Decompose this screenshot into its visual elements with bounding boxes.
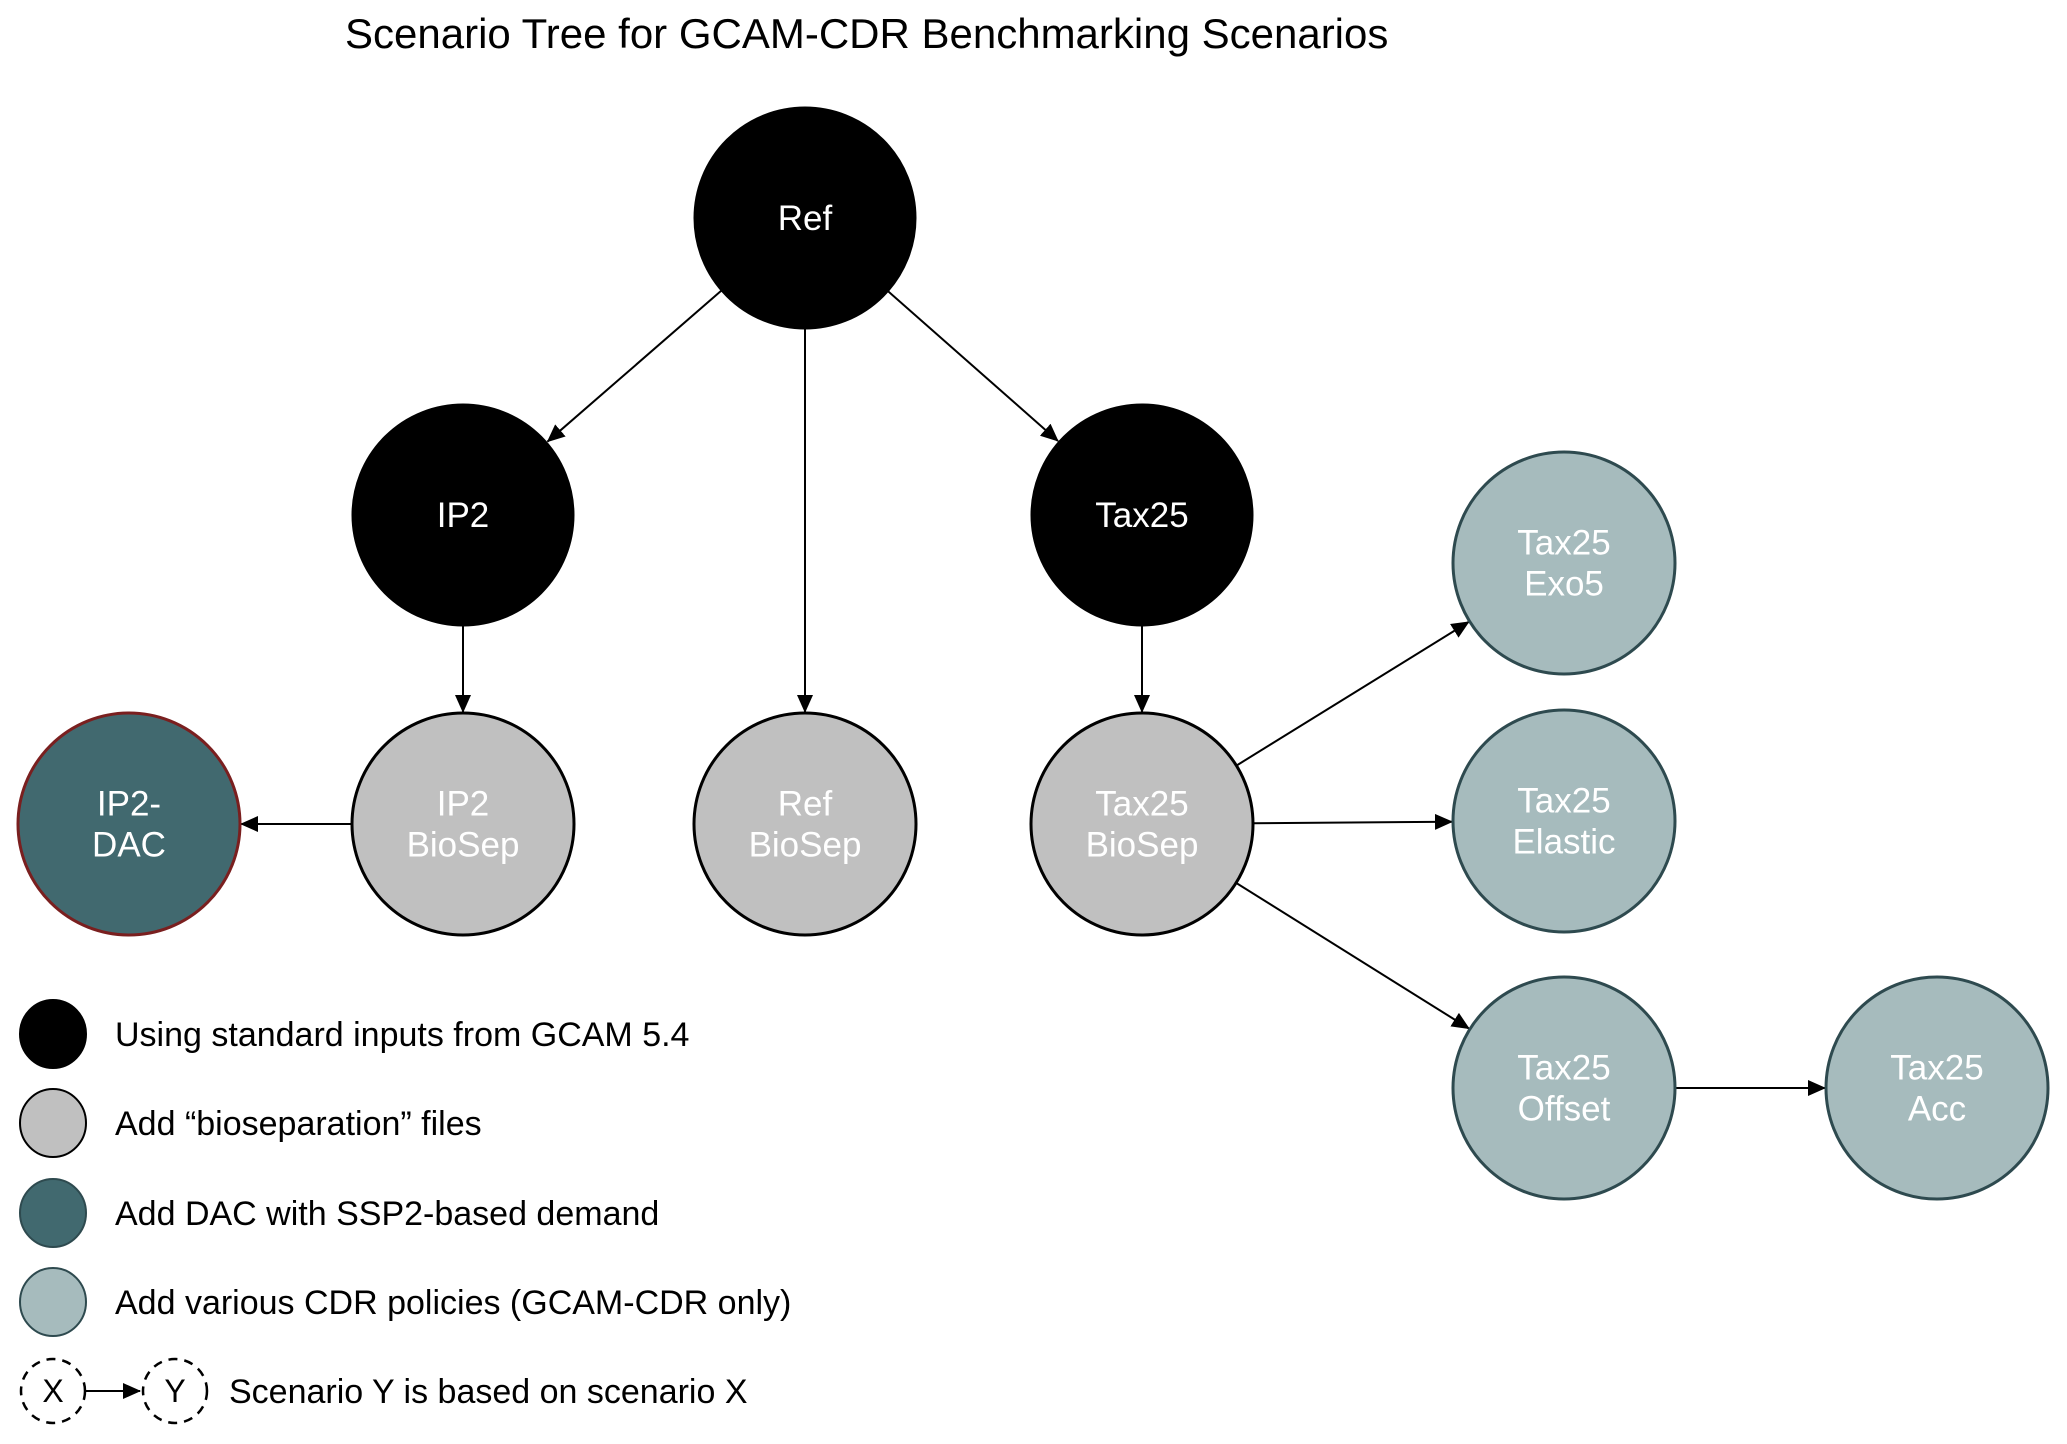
- legend-swatch-cdr-policy: [19, 1267, 87, 1337]
- node-circle-tax25: [1030, 403, 1254, 627]
- legend: Using standard inputs from GCAM 5.4 Add …: [19, 999, 791, 1425]
- node-label-tax25-acc-line-1: Tax25: [1890, 1049, 1983, 1088]
- legend-swatch-bioseparation: [19, 1088, 87, 1158]
- node-circle-ref: [693, 106, 917, 330]
- node-tax25: Tax25: [1030, 403, 1254, 627]
- node-label-ref-line-1: Ref: [778, 199, 833, 238]
- node-label-ip2-line-1: IP2: [437, 496, 490, 535]
- node-label-tax25-biosep-line-2: BioSep: [1086, 826, 1199, 865]
- node-label-tax25-elastic-line-2: Elastic: [1512, 823, 1615, 862]
- legend-label-bioseparation: Add “bioseparation” files: [115, 1105, 482, 1143]
- node-circle-tax25-exo5: [1451, 450, 1677, 676]
- node-circle-ip2-biosep: [350, 711, 576, 937]
- node-circle-ref-biosep: [692, 711, 918, 937]
- node-label-tax25-line-1: Tax25: [1095, 496, 1188, 535]
- node-circle-ip2-dac: [16, 711, 242, 937]
- legend-item-dac: Add DAC with SSP2-based demand: [19, 1178, 659, 1248]
- node-label-tax25-offset-line-2: Offset: [1518, 1090, 1611, 1129]
- legend-relation-y-label: Y: [164, 1373, 185, 1409]
- legend-swatch-standard: [19, 999, 87, 1069]
- legend-swatch-dac: [19, 1178, 87, 1248]
- node-label-ip2-dac-line-2: DAC: [92, 826, 166, 865]
- node-label-tax25-offset-line-1: Tax25: [1517, 1049, 1610, 1088]
- node-label-tax25-acc-line-2: Acc: [1908, 1090, 1966, 1129]
- legend-relation-label: Scenario Y is based on scenario X: [229, 1373, 748, 1411]
- edge-ref-to-tax25: [887, 290, 1059, 442]
- edges: [240, 290, 1826, 1096]
- node-label-tax25-biosep-line-1: Tax25: [1095, 785, 1188, 824]
- legend-item-bioseparation: Add “bioseparation” files: [19, 1088, 482, 1158]
- node-label-ref-biosep-line-2: BioSep: [749, 826, 862, 865]
- edge-tax25-biosep-to-tax25-offset: [1235, 882, 1470, 1030]
- legend-label-dac: Add DAC with SSP2-based demand: [115, 1195, 659, 1233]
- node-label-ip2-dac-line-1: IP2-: [97, 785, 161, 824]
- edge-tax25-biosep-to-tax25-exo5: [1235, 621, 1470, 767]
- node-ip2-dac: IP2-DAC: [16, 711, 242, 937]
- legend-item-standard: Using standard inputs from GCAM 5.4: [19, 999, 689, 1069]
- legend-relation-x-label: X: [42, 1373, 63, 1409]
- edge-ref-to-ip2: [546, 290, 722, 443]
- node-ip2: IP2: [351, 403, 575, 627]
- legend-relation-y-circle: [141, 1357, 209, 1425]
- node-label-ip2-biosep-line-2: BioSep: [407, 826, 520, 865]
- node-circle-tax25-acc: [1824, 975, 2050, 1201]
- diagram-title: Scenario Tree for GCAM-CDR Benchmarking …: [345, 10, 1388, 57]
- node-circle-tax25-offset: [1451, 975, 1677, 1201]
- node-label-ip2-biosep-line-1: IP2: [437, 785, 490, 824]
- legend-label-standard: Using standard inputs from GCAM 5.4: [115, 1016, 689, 1054]
- node-label-tax25-exo5-line-1: Tax25: [1517, 524, 1610, 563]
- node-label-ref-biosep-line-1: Ref: [778, 785, 833, 824]
- legend-label-cdr-policy: Add various CDR policies (GCAM-CDR only): [115, 1284, 791, 1322]
- node-circle-ip2: [351, 403, 575, 627]
- node-label-tax25-exo5-line-2: Exo5: [1524, 565, 1604, 604]
- node-circle-tax25-biosep: [1029, 711, 1255, 937]
- node-label-tax25-elastic-line-1: Tax25: [1517, 782, 1610, 821]
- node-circle-tax25-elastic: [1451, 708, 1677, 934]
- node-ref: Ref: [693, 106, 917, 330]
- edge-tax25-biosep-to-tax25-elastic: [1252, 813, 1454, 830]
- legend-item-cdr-policy: Add various CDR policies (GCAM-CDR only): [19, 1267, 791, 1337]
- legend-item-relation: X Y Scenario Y is based on scenario X: [19, 1357, 748, 1425]
